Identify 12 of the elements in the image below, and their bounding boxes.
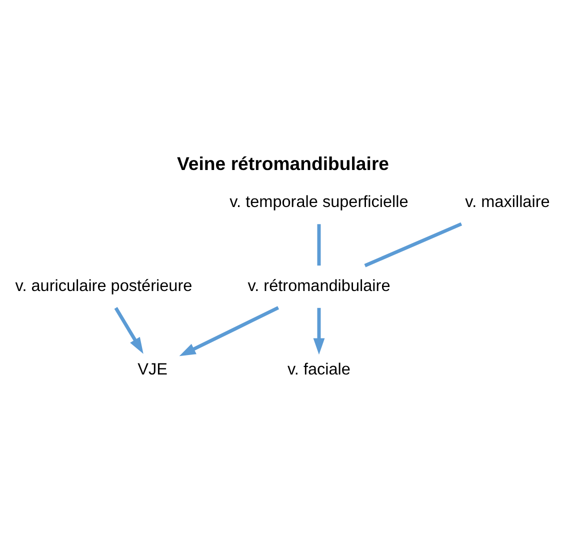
node-text: v. auriculaire postérieure <box>15 276 192 295</box>
node-text: v. temporale superficielle <box>230 193 408 212</box>
arrow <box>313 308 325 355</box>
node-text: v. rétromandibulaire <box>248 276 390 295</box>
arrow <box>179 306 280 356</box>
node-text: v. maxillaire <box>465 193 550 212</box>
node-text: v. faciale <box>287 360 350 379</box>
arrow <box>114 307 144 354</box>
node-text: VJE <box>138 360 168 379</box>
connector <box>364 222 462 268</box>
diagram-title: Veine rétromandibulaire <box>177 153 390 174</box>
connector <box>317 224 321 266</box>
